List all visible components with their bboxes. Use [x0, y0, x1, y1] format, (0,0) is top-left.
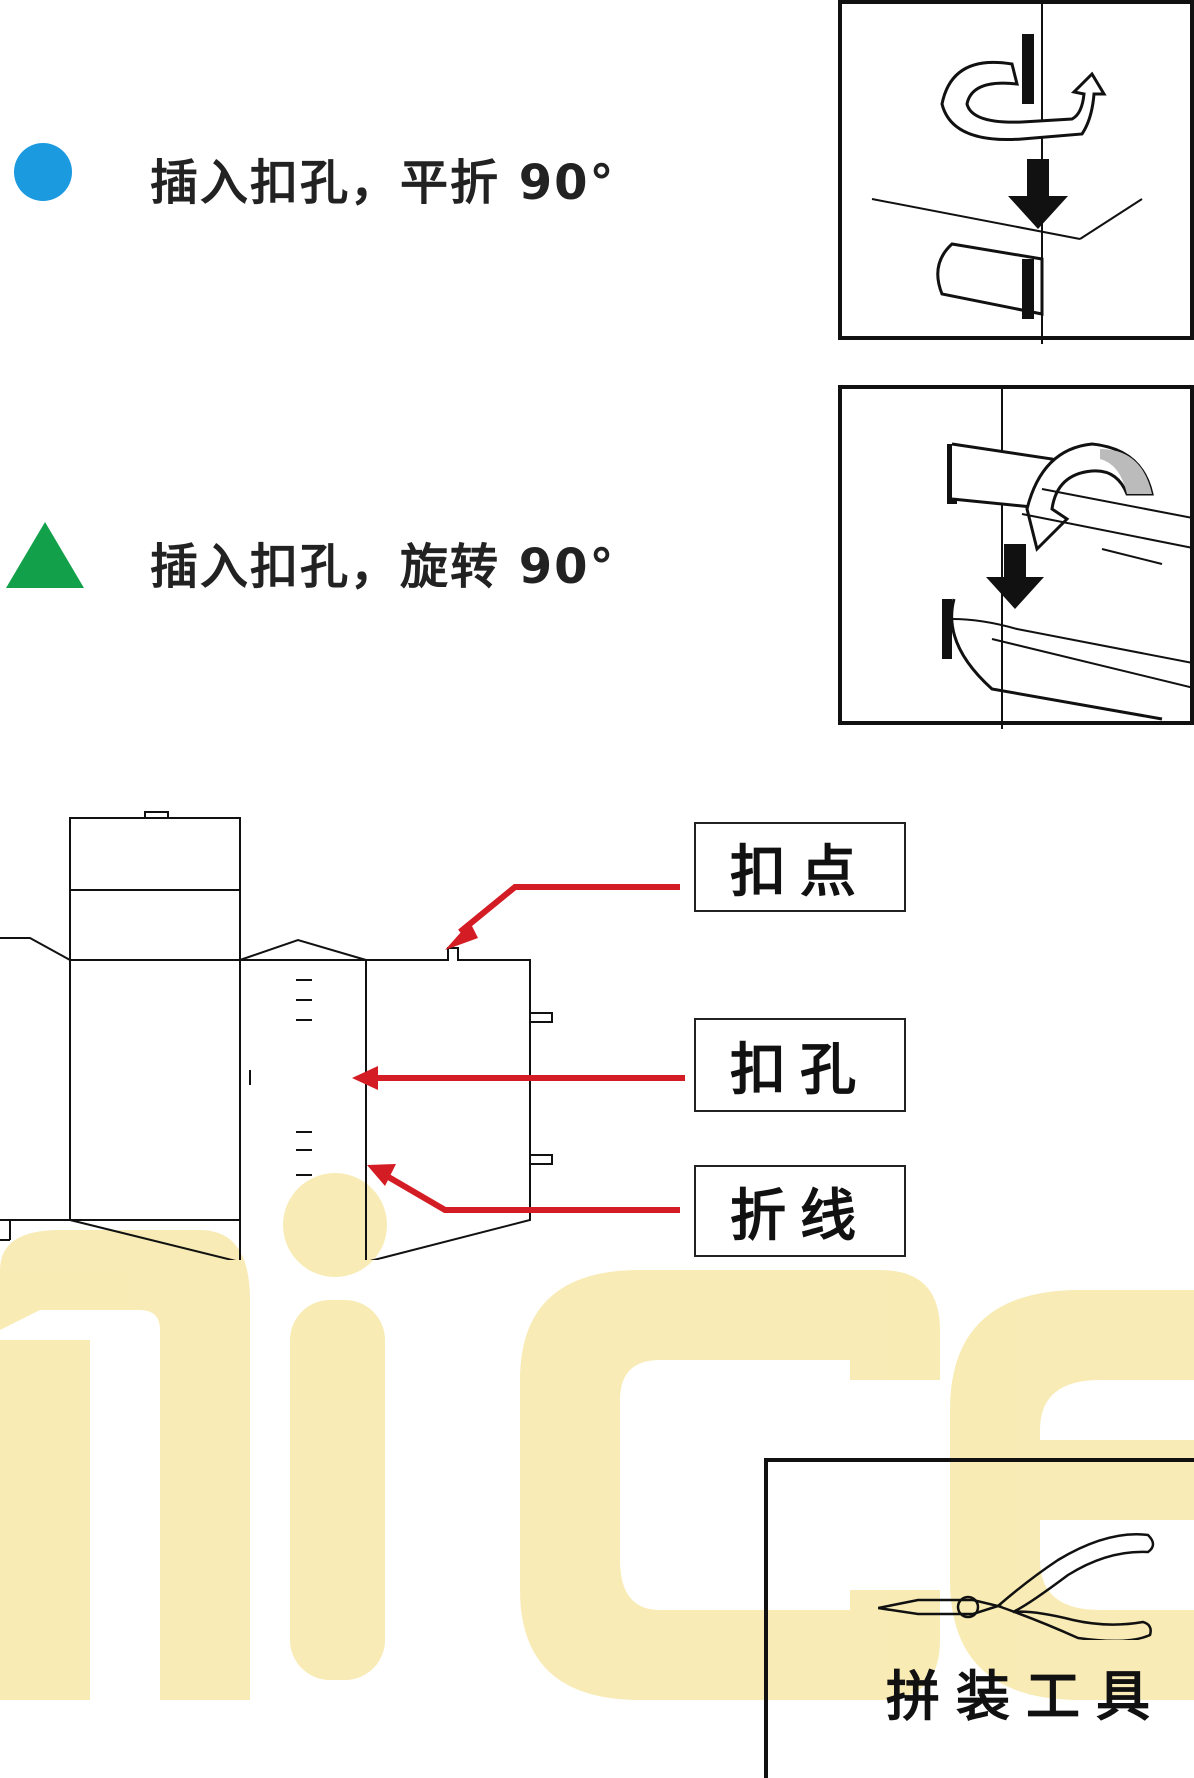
- tab-label: 扣点: [694, 822, 906, 912]
- box-net-diagram: [0, 811, 553, 1260]
- tab-label-text: 扣点: [730, 839, 870, 905]
- fold-line-label-text: 折线: [730, 1183, 870, 1249]
- slot-label: 扣孔: [694, 1018, 906, 1112]
- tool-panel: 拼装工具: [764, 1458, 1194, 1778]
- tab-callout-arrow: [458, 884, 680, 935]
- legend-circle-icon: [14, 143, 72, 201]
- flat-fold-diagram: [838, 0, 1194, 344]
- legend-triangle-icon: [6, 522, 84, 588]
- slot-label-text: 扣孔: [730, 1037, 870, 1103]
- pliers-icon: [878, 1533, 1155, 1640]
- tool-label: 拼装工具: [886, 1665, 1166, 1728]
- fold-line-label: 折线: [694, 1165, 906, 1257]
- fold-callout-arrow: [383, 1172, 680, 1213]
- legend-circle-text: 插入扣孔，平折 90°: [150, 155, 616, 211]
- rotate-diagram: [838, 385, 1194, 729]
- legend-triangle-text: 插入扣孔，旋转 90°: [150, 539, 616, 595]
